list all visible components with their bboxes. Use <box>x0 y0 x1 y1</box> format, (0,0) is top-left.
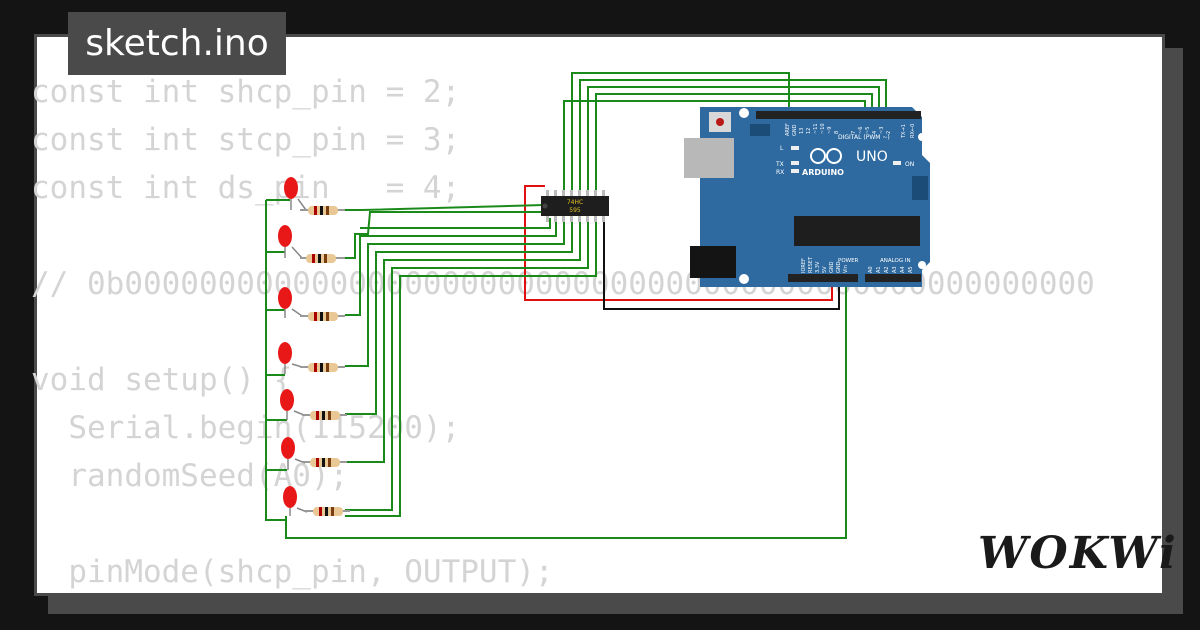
rx-led-label: RX <box>776 169 784 176</box>
mount-hole <box>739 108 749 118</box>
resistor[interactable] <box>300 254 345 263</box>
pin-label: ~5 <box>865 127 871 134</box>
code-line: const int stcp_pin = 3; <box>31 122 461 158</box>
resistor[interactable] <box>302 458 347 467</box>
arduino-uno-board[interactable]: UNO ARDUINO DIGITAL (PWM ~) POWER ANALOG… <box>684 107 930 287</box>
led[interactable] <box>278 342 303 374</box>
pin-label: A1 <box>876 266 882 273</box>
shift-register-chip[interactable]: 74HC 595 <box>541 190 609 222</box>
board-brand: ARDUINO <box>802 168 844 177</box>
pin-label: IOREF <box>801 258 807 273</box>
analog-label: ANALOG IN <box>880 258 911 264</box>
code-line: Serial.begin(115200); <box>31 410 461 446</box>
mount-hole <box>918 133 926 141</box>
pin-label: 8 <box>834 131 840 134</box>
led-bank <box>278 177 350 516</box>
aref-label: AREF <box>785 123 791 136</box>
code-background: const int shcp_pin = 2; const int stcp_pi… <box>31 68 1095 596</box>
usb-port <box>684 138 734 178</box>
wokwi-logo[interactable]: WOKWi <box>978 528 1178 579</box>
led[interactable] <box>284 177 307 211</box>
pin-label: A0 <box>868 266 874 273</box>
power-wires <box>524 185 840 310</box>
pin-label: Vin <box>843 265 849 273</box>
pin-label: A3 <box>892 266 898 273</box>
pin-label: 12 <box>806 128 812 134</box>
code-line: pinMode(shcp_pin, OUTPUT); <box>31 554 554 590</box>
l-led-label: L <box>780 145 784 152</box>
power-label: POWER <box>838 258 859 264</box>
pin-label: GND <box>836 261 842 273</box>
pin-label: ~3 <box>879 127 885 134</box>
pin-label: 7 <box>851 131 857 134</box>
power-header <box>788 274 858 282</box>
resistor[interactable] <box>300 363 345 372</box>
mount-hole <box>739 274 749 284</box>
board-model: UNO <box>856 149 888 165</box>
control-wires <box>563 72 887 218</box>
code-line: randomSeed(A0); <box>31 458 349 494</box>
pin-label: 5V <box>822 266 828 273</box>
digital-label: DIGITAL (PWM ~) <box>838 134 890 141</box>
pin-label: ~9 <box>827 127 833 134</box>
pin-label: ~10 <box>820 123 826 134</box>
pin-label: 2 <box>886 131 892 134</box>
wire-5v <box>524 185 833 301</box>
led[interactable] <box>281 437 306 470</box>
digital-pin-labels: 13 12 ~11 ~10 ~9 8 7 ~6 ~5 4 ~3 2 TX→1 R… <box>799 123 916 139</box>
resistor[interactable] <box>305 507 350 516</box>
file-tab[interactable]: sketch.ino <box>68 12 286 75</box>
icsp2-header <box>750 124 770 136</box>
pin-label: ~11 <box>813 123 819 134</box>
led[interactable] <box>283 486 308 516</box>
pin-label: 4 <box>872 131 878 134</box>
tx-led-label: TX <box>775 161 784 168</box>
pin-label: 13 <box>799 128 805 134</box>
digital-header-left <box>756 111 852 119</box>
mount-hole <box>918 261 926 269</box>
chip-label-line1: 74HC <box>567 199 583 206</box>
preview-card <box>34 34 1165 596</box>
led-ground-rail <box>265 199 847 539</box>
pin-label: A4 <box>900 266 906 273</box>
code-line: const int shcp_pin = 2; <box>31 74 461 110</box>
power-jack <box>690 246 736 278</box>
power-pin-labels: IOREF RESET 3.3V 5V GND GND Vin <box>801 256 849 273</box>
digital-header-right <box>851 111 921 119</box>
resistor[interactable] <box>300 312 345 321</box>
resistor[interactable] <box>302 411 347 420</box>
pin-label: A2 <box>884 266 890 273</box>
chip-label-line2: 595 <box>569 207 581 214</box>
pin-label: RX←0 <box>910 124 916 138</box>
analog-header <box>865 274 921 282</box>
atmega-chip <box>794 216 920 246</box>
pin-label: 3.3V <box>815 261 821 273</box>
led[interactable] <box>280 389 305 420</box>
led[interactable] <box>278 287 303 318</box>
pin-label: RESET <box>808 256 814 273</box>
pin-label: ~6 <box>858 127 864 134</box>
code-line: void setup() { <box>31 362 293 398</box>
on-led-label: ON <box>905 161 914 168</box>
led[interactable] <box>278 225 303 259</box>
icsp-header <box>912 176 928 200</box>
gnd-label: GND <box>792 124 798 136</box>
analog-pin-labels: A0 A1 A2 A3 A4 A5 <box>868 266 914 273</box>
code-line: const int ds_pin = 4; <box>31 170 461 206</box>
output-wires <box>340 204 597 517</box>
pin-label: A5 <box>908 266 914 273</box>
pin-label: GND <box>829 261 835 273</box>
wire-gnd <box>603 218 840 310</box>
resistor[interactable] <box>300 206 345 215</box>
pin-label: TX→1 <box>901 124 907 139</box>
